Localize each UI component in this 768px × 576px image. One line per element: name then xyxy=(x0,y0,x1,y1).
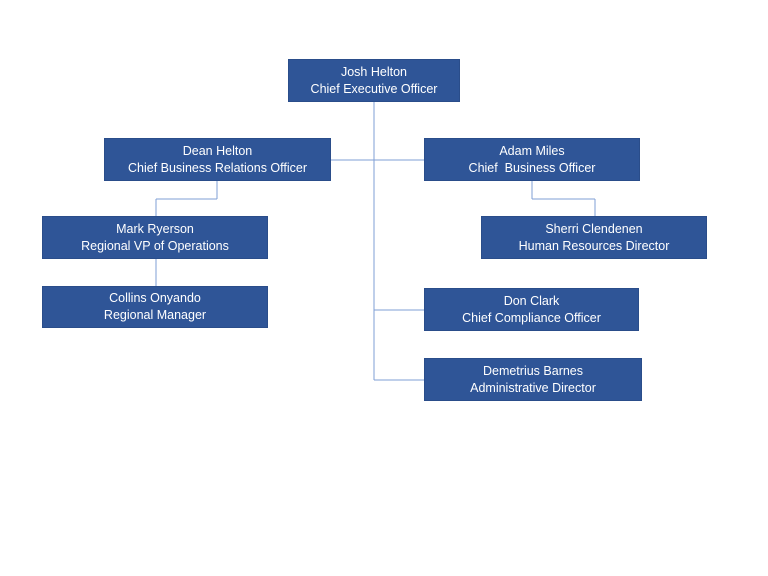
node-title: Chief Business Officer xyxy=(468,160,596,175)
node-name: Adam Miles xyxy=(499,143,565,158)
org-node-ad: Demetrius Barnes Administrative Director xyxy=(424,358,642,401)
node-name: Sherri Clendenen xyxy=(545,221,643,236)
node-name: Josh Helton xyxy=(340,64,407,79)
org-node-cbro: Dean Helton Chief Business Relations Off… xyxy=(104,138,331,181)
node-name: Demetrius Barnes xyxy=(482,363,584,378)
node-title: Human Resources Director xyxy=(518,238,670,253)
org-node-rvp: Mark Ryerson Regional VP of Operations xyxy=(42,216,268,259)
node-name: Dean Helton xyxy=(182,143,253,158)
node-title: Chief Compliance Officer xyxy=(462,310,601,325)
node-title: Regional VP of Operations xyxy=(81,238,229,253)
node-title: Administrative Director xyxy=(470,380,596,395)
node-title: Chief Business Relations Officer xyxy=(127,160,308,175)
org-node-ceo: Josh Helton Chief Executive Officer xyxy=(288,59,460,102)
org-node-rm: Collins Onyando Regional Manager xyxy=(42,286,268,328)
node-name: Mark Ryerson xyxy=(116,221,194,236)
org-node-hrd: Sherri Clendenen Human Resources Directo… xyxy=(481,216,707,259)
node-title: Regional Manager xyxy=(103,308,207,322)
org-node-cbo: Adam Miles Chief Business Officer xyxy=(424,138,640,181)
node-title: Chief Executive Officer xyxy=(310,81,438,96)
org-node-cco: Don Clark Chief Compliance Officer xyxy=(424,288,639,331)
node-name: Don Clark xyxy=(503,293,560,308)
node-name: Collins Onyando xyxy=(109,291,201,305)
